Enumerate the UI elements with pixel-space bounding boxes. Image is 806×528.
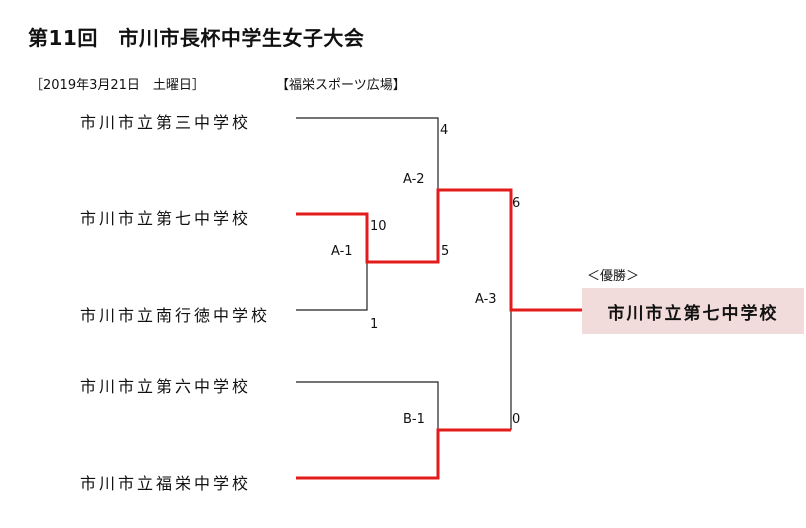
score-a2-top: 4 bbox=[440, 123, 449, 138]
bracket-line-fukuei bbox=[296, 428, 511, 480]
match-label-a1: A-1 bbox=[331, 244, 353, 259]
team-name-fukuei: 市川市立福栄中学校 bbox=[80, 474, 252, 493]
score-a3-bottom: 0 bbox=[512, 412, 521, 427]
page-title: 第11回 市川市長杯中学生女子大会 bbox=[28, 26, 365, 50]
bracket-line-dairoku bbox=[296, 381, 439, 430]
event-venue: 【福栄スポーツ広場】 bbox=[276, 78, 406, 93]
match-label-a3: A-3 bbox=[475, 292, 497, 307]
match-label-b1: B-1 bbox=[403, 412, 425, 427]
score-a1-bottom: 1 bbox=[370, 317, 379, 332]
champion-box: 市川市立第七中学校 bbox=[582, 288, 804, 334]
champion-label: ＜優勝＞ bbox=[587, 269, 640, 284]
score-a2-bottom: 5 bbox=[441, 244, 450, 259]
team-name-dairoku: 市川市立第六中学校 bbox=[80, 377, 252, 396]
bracket-line-daishichi bbox=[296, 188, 582, 312]
team-name-daisan: 市川市立第三中学校 bbox=[80, 113, 252, 132]
score-a1-top: 10 bbox=[370, 219, 387, 234]
match-label-a2: A-2 bbox=[403, 172, 425, 187]
team-name-daishichi: 市川市立第七中学校 bbox=[80, 209, 252, 228]
bracket-line-minamigyotoku bbox=[296, 262, 368, 311]
champion-name: 市川市立第七中学校 bbox=[607, 303, 779, 324]
team-name-minamigyotoku: 市川市立南行徳中学校 bbox=[80, 306, 271, 325]
bracket-line-daisan bbox=[296, 117, 439, 190]
score-a3-top: 6 bbox=[512, 196, 521, 211]
event-date: ［2019年3月21日 土曜日］ bbox=[30, 78, 205, 93]
